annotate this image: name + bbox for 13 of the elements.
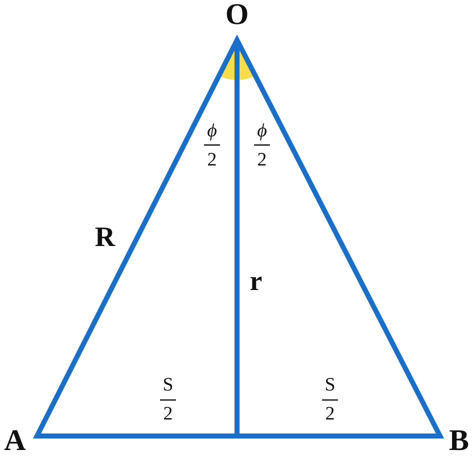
fraction-denominator: 2 xyxy=(325,404,335,424)
fraction-denominator: 2 xyxy=(163,404,173,424)
vertex-label: O xyxy=(225,0,249,30)
fraction-denominator: 2 xyxy=(207,150,217,170)
fraction-numerator: S xyxy=(324,376,336,394)
height-label: r xyxy=(250,268,262,296)
side-label: R xyxy=(94,224,116,252)
fraction-numerator: ϕ xyxy=(257,122,267,140)
fraction-denominator: 2 xyxy=(257,150,267,170)
fraction-numerator: S xyxy=(162,376,174,394)
vertex-label: B xyxy=(449,426,469,456)
fraction-numerator: ϕ xyxy=(207,122,217,140)
vertex-label: A xyxy=(4,426,26,456)
